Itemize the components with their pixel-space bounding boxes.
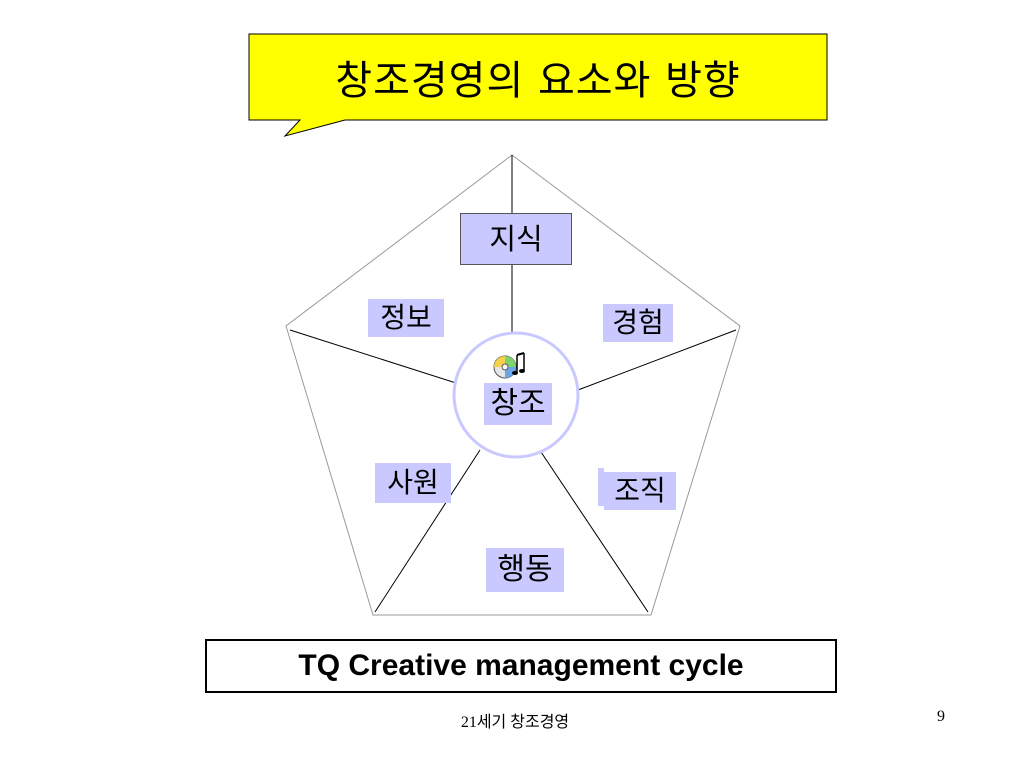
spoke-upper-left [289, 329, 457, 384]
music-cd-icon [493, 352, 525, 379]
label-creativity: 창조 [484, 383, 552, 425]
label-organization: 조직 [604, 472, 676, 510]
label-experience: 경험 [603, 304, 673, 342]
page-number: 9 [937, 708, 945, 725]
slide-title: 창조경영의 요소와 방향 [335, 58, 741, 104]
label-organization-shadow [598, 468, 604, 506]
label-employee: 사원 [375, 463, 451, 503]
spoke-upper-right [577, 329, 737, 391]
node-knowledge: 지식 [460, 213, 572, 265]
label-information: 정보 [368, 299, 444, 337]
diagram-caption: TQ Creative management cycle [205, 639, 837, 693]
callout-bubble [248, 33, 828, 137]
pentagon-outline [285, 154, 741, 616]
footer-title: 21세기 창조경영 [460, 714, 570, 731]
spoke-lower-left [374, 449, 481, 613]
label-action: 행동 [486, 548, 564, 592]
spoke-lower-right [540, 451, 649, 613]
